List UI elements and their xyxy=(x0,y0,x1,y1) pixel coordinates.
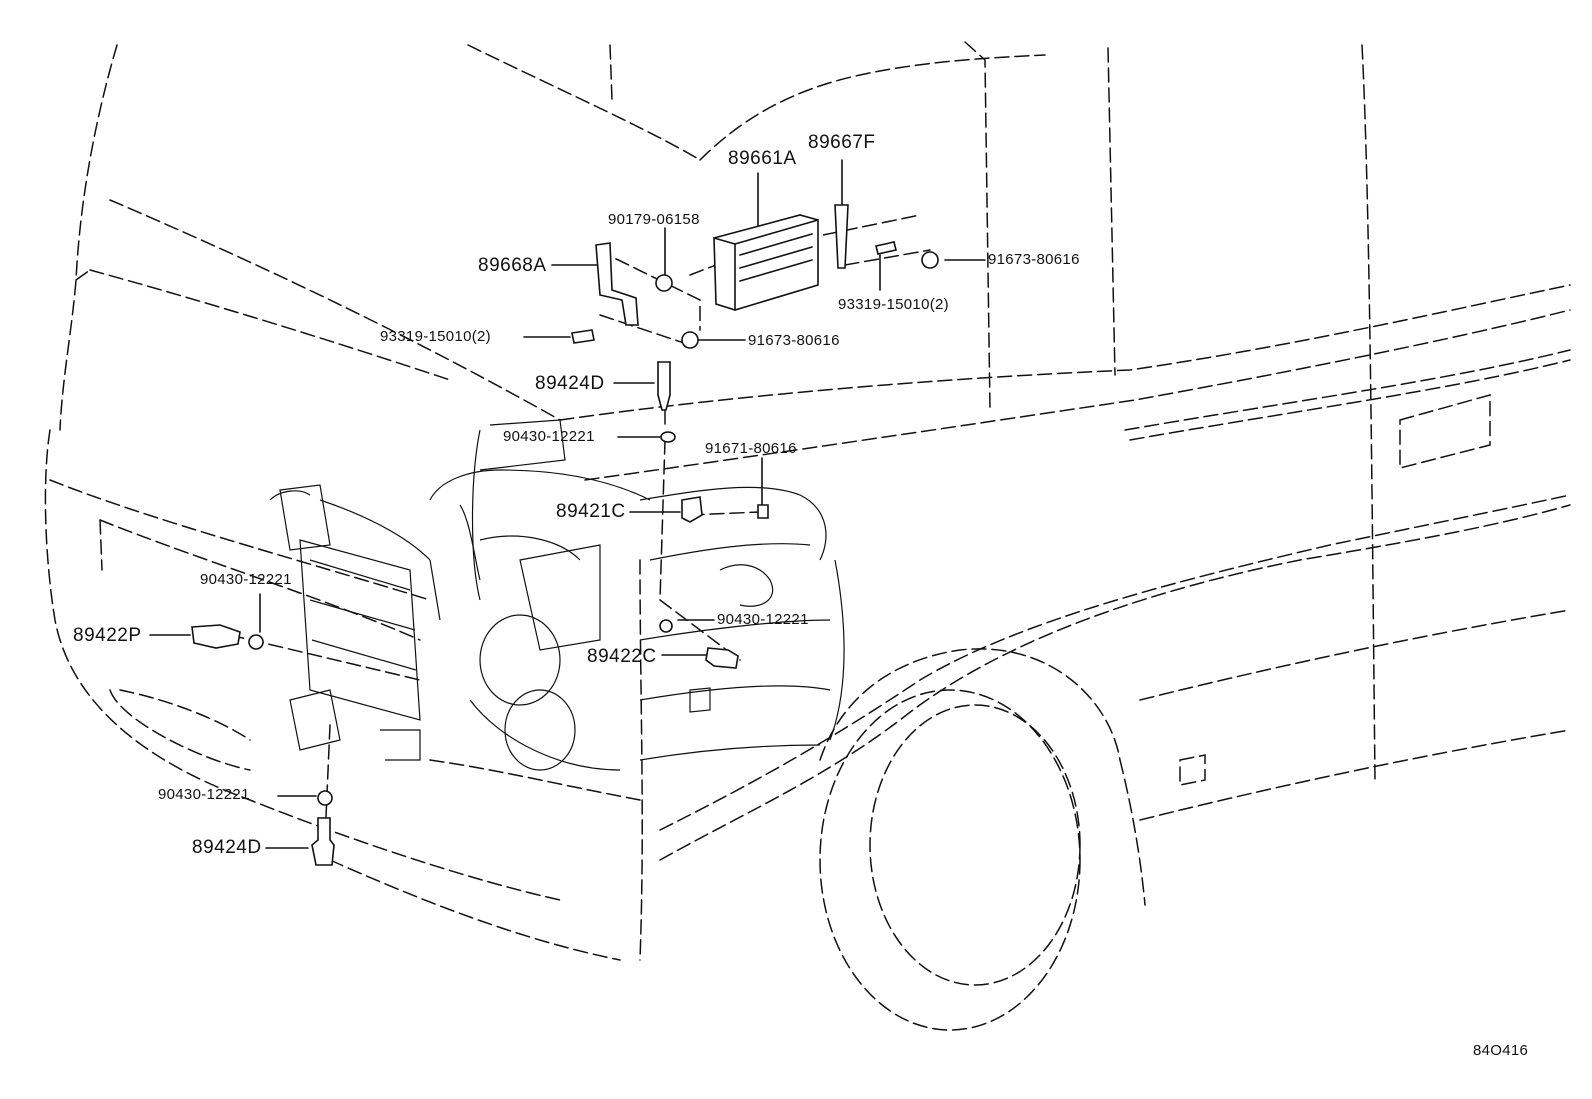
callout-nut-top: 90179-06158 xyxy=(608,211,700,228)
gasket-top xyxy=(660,431,676,443)
sensor-mid xyxy=(681,496,703,523)
vehicle-body-lines xyxy=(44,41,1571,1031)
ecu-bracket xyxy=(834,204,849,269)
sensor-left xyxy=(191,624,241,649)
bracket-left-part xyxy=(595,242,639,326)
ecu-module xyxy=(713,214,819,311)
bolt-right-a xyxy=(921,251,939,269)
callout-sensor-right: 89422C xyxy=(587,646,657,667)
gasket-left xyxy=(248,634,264,650)
callout-gasket-right: 90430-12221 xyxy=(717,611,809,628)
engine-assembly-lines xyxy=(269,419,845,771)
bolt-right-b xyxy=(681,331,699,349)
callout-bolt-mid: 91671-80616 xyxy=(705,440,797,457)
gasket-right xyxy=(659,619,673,633)
callout-gasket-bottom: 90430-12221 xyxy=(158,786,250,803)
bolt-mid xyxy=(757,504,769,519)
callout-sensor-mid: 89421C xyxy=(556,501,626,522)
callout-sensor-top: 89424D xyxy=(535,373,605,394)
sensor-top xyxy=(657,361,671,411)
sensor-right xyxy=(705,647,739,669)
callout-ecu: 89661A xyxy=(728,148,797,169)
callout-bolt-right-b: 91673-80616 xyxy=(748,332,840,349)
callout-ecu-bracket: 89667F xyxy=(808,132,876,153)
callout-bracket-left: 89668A xyxy=(478,255,547,276)
callout-sensor-left: 89422P xyxy=(73,625,142,646)
nut-top xyxy=(655,274,673,292)
part-glyphs xyxy=(191,204,939,866)
callout-bolt-right-a: 91673-80616 xyxy=(988,251,1080,268)
screw-left xyxy=(571,329,595,344)
screw-right xyxy=(875,241,897,255)
callout-screw-left: 93319-15010(2) xyxy=(380,328,491,345)
callout-gasket-left: 90430-12221 xyxy=(200,571,292,588)
gasket-bottom xyxy=(317,790,333,806)
callout-screw-right: 93319-15010(2) xyxy=(838,296,949,313)
figure-code: 84O416 xyxy=(1473,1042,1529,1059)
sensor-bottom xyxy=(311,817,335,866)
callout-gasket-top: 90430-12221 xyxy=(503,428,595,445)
callout-sensor-bottom: 89424D xyxy=(192,837,262,858)
